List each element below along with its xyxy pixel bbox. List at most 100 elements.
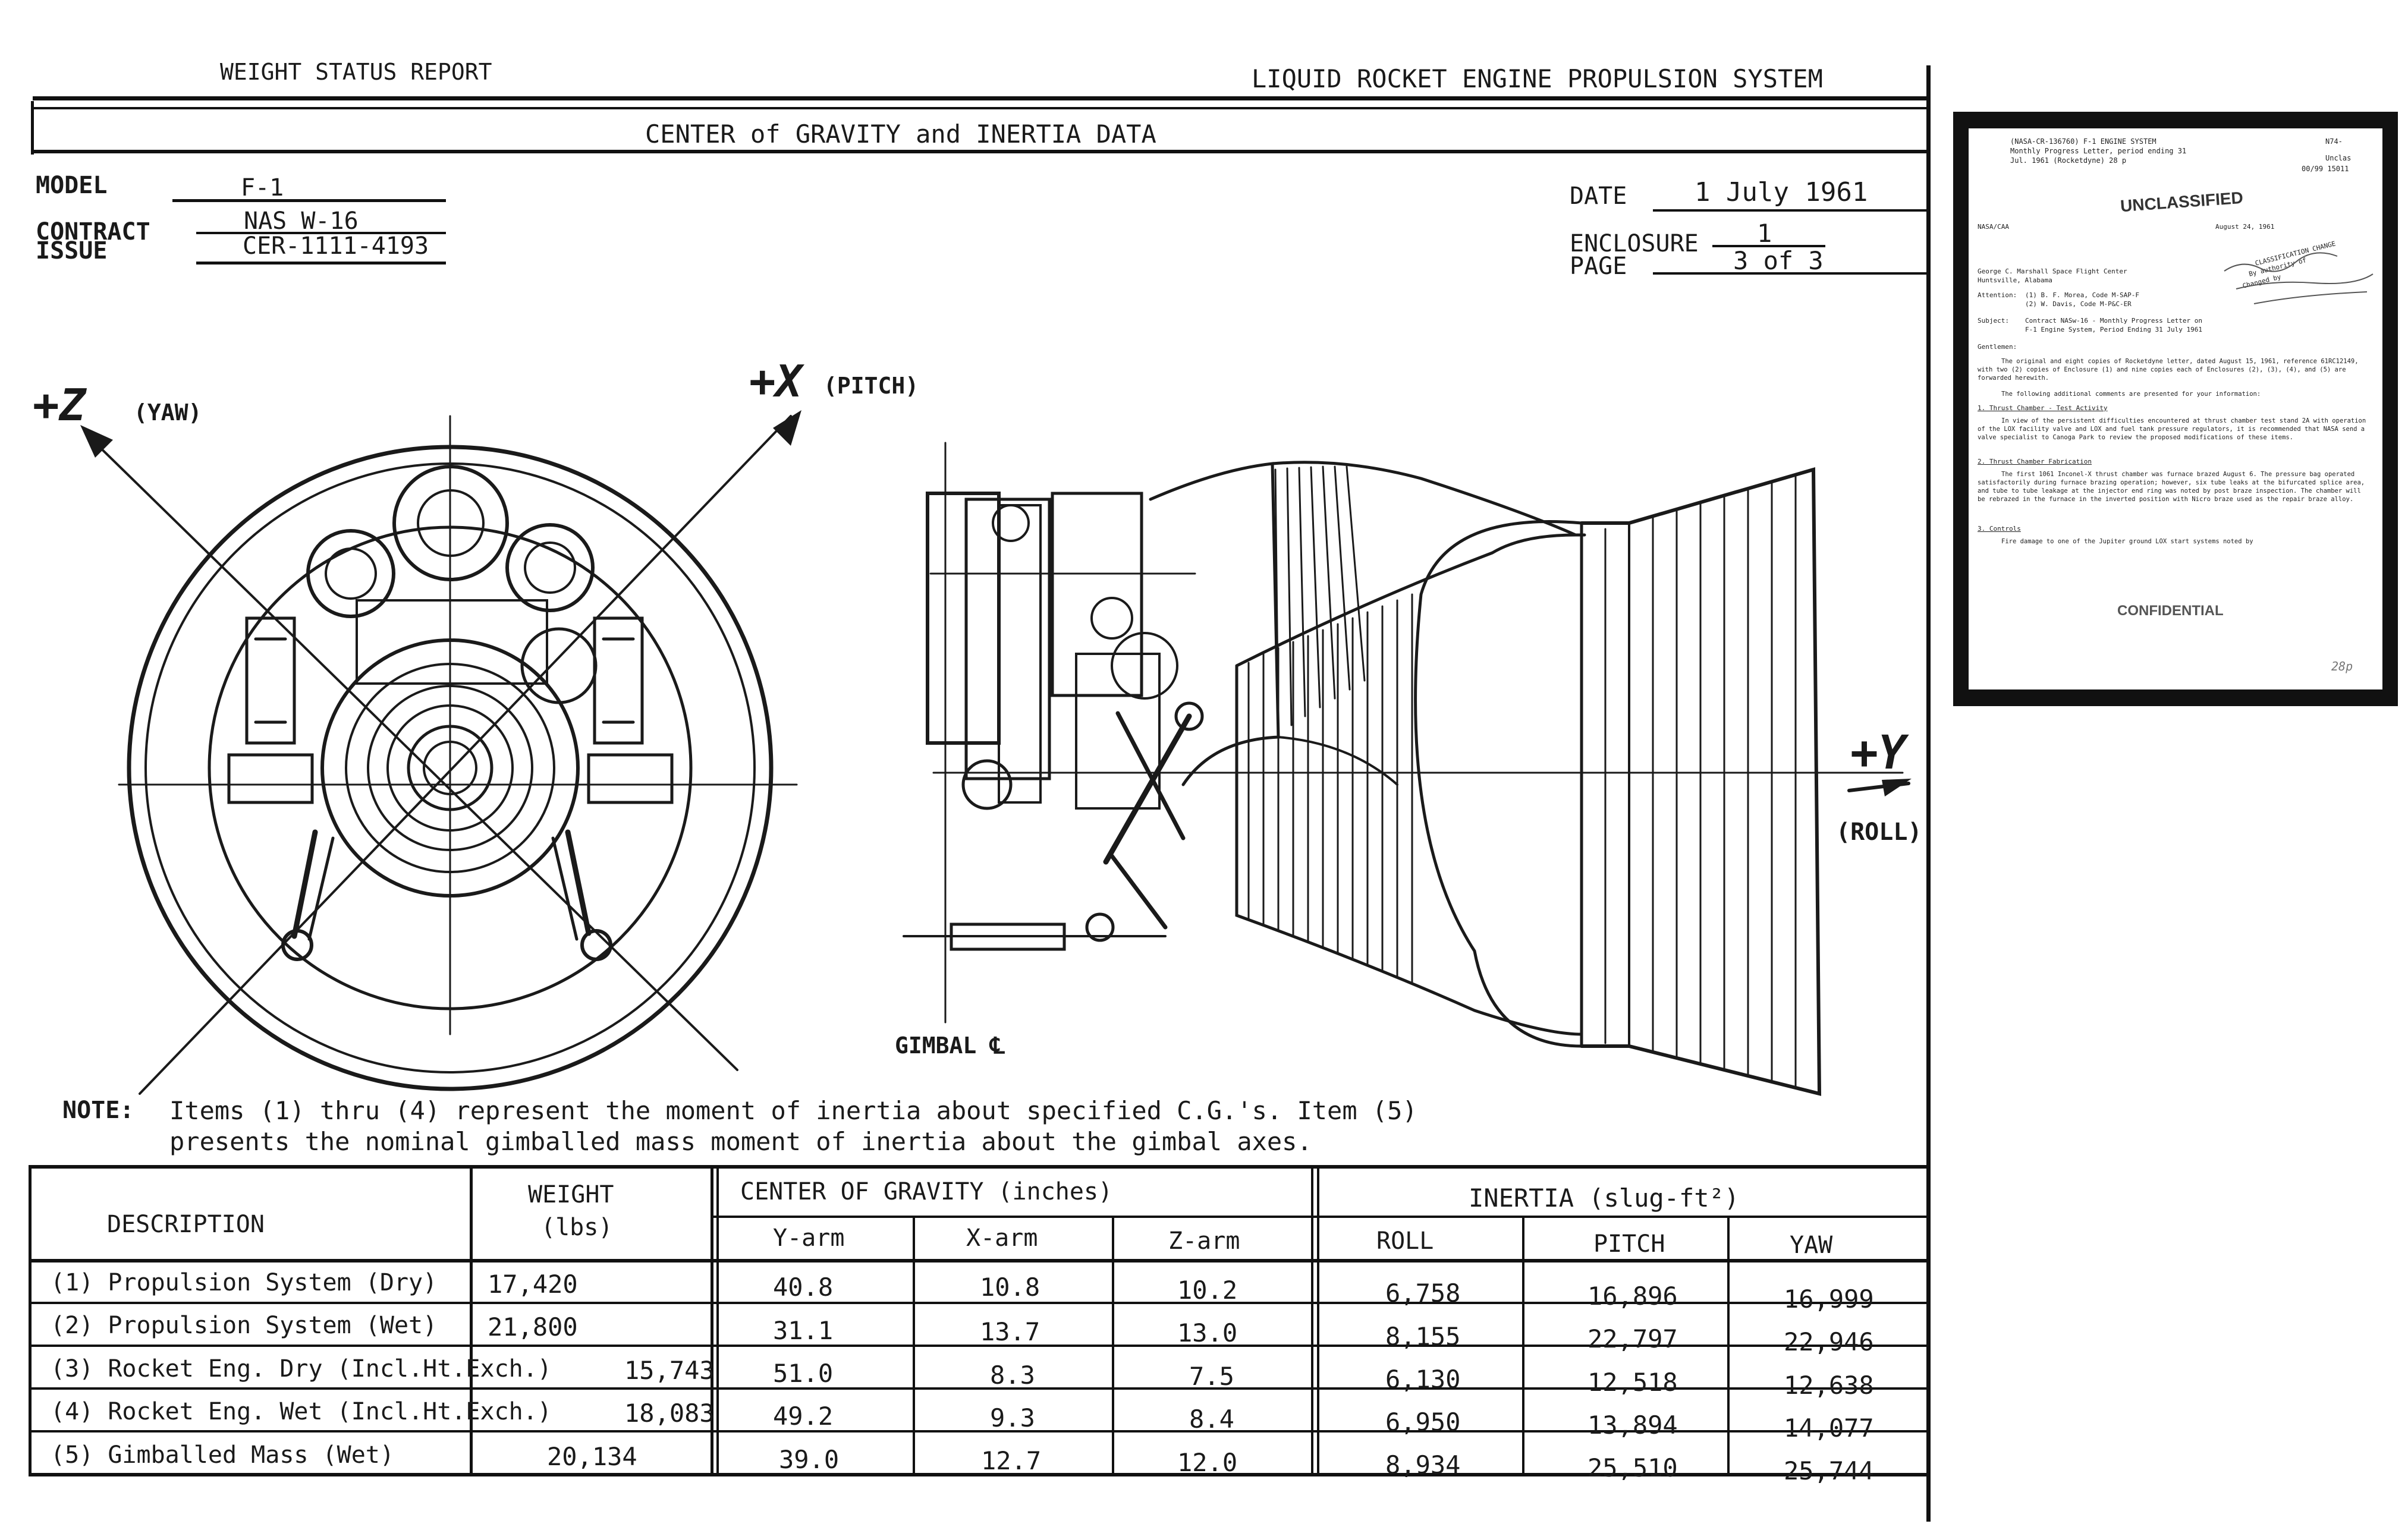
date-value: 1 July 1961: [1695, 177, 1868, 207]
col-header-y-arm: Y-arm: [773, 1224, 845, 1252]
inset-ref: NASA/CAA: [1978, 223, 2009, 231]
row-2-roll: 8,155: [1385, 1322, 1461, 1351]
row-2-weight: 21,800: [488, 1312, 578, 1342]
strut-joint-right: [580, 929, 612, 961]
x-axis-sub: (PITCH): [823, 373, 919, 399]
row-5-x-arm: 12.7: [981, 1446, 1042, 1475]
inset-header-right-3: 00/99 15011: [2302, 165, 2349, 173]
row-1-z-arm: 10.2: [1177, 1276, 1238, 1305]
inset-subject-1: Contract NASw-16 - Monthly Progress Lett…: [2025, 317, 2203, 325]
row-5-desc: (5) Gimballed Mass (Wet): [51, 1441, 394, 1469]
page-label: PAGE: [1570, 253, 1627, 280]
col-header-z-arm: Z-arm: [1168, 1227, 1240, 1255]
col-header-weight: WEIGHT: [528, 1181, 614, 1208]
row-2-y-arm: 31.1: [773, 1316, 834, 1345]
frame-left-border: [31, 101, 34, 155]
inset-header-line-2: Monthly Progress Letter, period ending 3…: [2010, 147, 2187, 155]
page-underline: [1653, 272, 1926, 275]
y-axis-label: +Y: [1850, 726, 1906, 780]
inset-header-line-1: (NASA-CR-136760) F-1 ENGINE SYSTEM: [2010, 137, 2156, 146]
row-2-pitch: 22,797: [1587, 1324, 1678, 1353]
row-3-pitch: 12,518: [1587, 1368, 1678, 1397]
inset-subject-label: Subject:: [1978, 317, 2009, 325]
inset-page-mark: 28p: [2331, 659, 2353, 673]
row-5-yaw: 25,744: [1784, 1456, 1874, 1485]
row-3-y-arm: 51.0: [773, 1359, 834, 1388]
col-header-weight-unit: (lbs): [541, 1214, 613, 1241]
x-axis-label: +X: [749, 356, 803, 407]
contract-value: NAS W-16: [244, 207, 359, 235]
row-1-y-arm: 40.8: [773, 1273, 834, 1302]
inset-letter-page: (NASA-CR-136760) F-1 ENGINE SYSTEM Month…: [1969, 128, 2382, 689]
strut-joint-left: [281, 929, 313, 961]
inset-item-1-text: In view of the persistent difficulties e…: [1978, 417, 2366, 441]
frame-rule-3: [33, 150, 1929, 153]
inset-attention-1: (1) B. F. Morea, Code M-SAP-F: [2025, 291, 2140, 299]
inset-header-right-2: Unclas: [2325, 154, 2352, 162]
inset-address-2: Huntsville, Alabama: [1978, 276, 2052, 284]
date-label: DATE: [1570, 182, 1627, 210]
inset-item-3-title: 3. Controls: [1978, 525, 2021, 533]
date-underline: [1653, 209, 1926, 212]
row-1-yaw: 16,999: [1784, 1284, 1874, 1314]
engine-drawing: [80, 410, 1912, 1096]
row-3-roll: 6,130: [1385, 1365, 1461, 1394]
row-1-x-arm: 10.8: [980, 1273, 1040, 1302]
col-header-roll: ROLL: [1376, 1227, 1434, 1255]
row-4-pitch: 13,894: [1587, 1410, 1678, 1440]
inset-salutation: Gentlemen:: [1978, 343, 2017, 351]
inset-header-right-1: N74-: [2325, 137, 2343, 146]
contract-underline: [196, 232, 446, 234]
issue-label: ISSUE: [36, 237, 108, 265]
col-header-yaw: YAW: [1790, 1232, 1833, 1259]
col-header-description: DESCRIPTION: [107, 1211, 265, 1238]
enclosure-underline: [1712, 245, 1825, 247]
z-axis-sub: (YAW): [134, 399, 202, 426]
row-2-x-arm: 13.7: [980, 1317, 1040, 1346]
inset-stamp-unclassified: UNCLASSIFIED: [2120, 188, 2244, 216]
frame-rule-2: [33, 107, 1929, 109]
col-header-inertia: INERTIA (slug-ft²): [1469, 1183, 1740, 1213]
inset-attention-2: (2) W. Davis, Code M-P&C-ER: [2025, 300, 2132, 308]
inset-item-3-text: Fire damage to one of the Jupiter ground…: [2001, 538, 2253, 545]
row-1-roll: 6,758: [1385, 1279, 1461, 1308]
row-3-desc: (3) Rocket Eng. Dry (Incl.Ht.Exch.): [51, 1355, 552, 1383]
issue-value: CER-1111-4193: [243, 232, 429, 260]
row-3-x-arm: 8.3: [990, 1361, 1035, 1390]
inset-item-2-text: The first 1061 Inconel-X thrust chamber …: [1978, 471, 2365, 503]
inset-letter-thumbnail: (NASA-CR-136760) F-1 ENGINE SYSTEM Month…: [1953, 112, 2398, 706]
page-value: 3 of 3: [1733, 246, 1824, 275]
note-line-1: Items (1) thru (4) represent the moment …: [169, 1096, 1417, 1125]
issue-underline: [196, 262, 446, 265]
row-4-roll: 6,950: [1385, 1408, 1461, 1437]
row-5-weight: 20,134: [547, 1442, 637, 1471]
note-label: NOTE:: [62, 1097, 134, 1124]
inset-stamp-confidential: CONFIDENTIAL: [2117, 603, 2224, 619]
inset-date: August 24, 1961: [2215, 223, 2275, 231]
row-4-y-arm: 49.2: [773, 1402, 834, 1431]
contract-label: CONTRACT: [36, 218, 150, 245]
row-3-yaw: 12,638: [1784, 1371, 1874, 1400]
inset-item-1-title: 1. Thrust Chamber - Test Activity: [1978, 404, 2108, 412]
z-axis-label: +Z: [33, 380, 86, 431]
row-5-z-arm: 12.0: [1177, 1448, 1238, 1477]
row-1-desc: (1) Propulsion System (Dry): [51, 1269, 438, 1296]
row-5-y-arm: 39.0: [779, 1445, 840, 1474]
header-right-title: LIQUID ROCKET ENGINE PROPULSION SYSTEM: [1252, 64, 1823, 93]
note-line-2: presents the nominal gimballed mass mome…: [169, 1127, 1312, 1156]
model-label: MODEL: [36, 172, 108, 199]
engine-side-view: [903, 442, 1912, 1096]
row-2-desc: (2) Propulsion System (Wet): [51, 1312, 438, 1339]
model-underline: [172, 199, 446, 202]
row-1-pitch: 16,896: [1587, 1282, 1678, 1311]
inset-item-2-title: 2. Thrust Chamber Fabrication: [1978, 458, 2092, 465]
y-axis-sub: (ROLL): [1836, 818, 1922, 846]
enclosure-label: ENCLOSURE: [1570, 230, 1699, 257]
frame-top-rule: [33, 96, 1929, 100]
inset-paragraph-2: The following additional comments are pr…: [2001, 391, 2261, 398]
enclosure-value: 1: [1757, 219, 1772, 248]
inset-address-1: George C. Marshall Space Flight Center: [1978, 267, 2127, 275]
model-value: F-1: [241, 174, 284, 201]
section-title: CENTER of GRAVITY and INERTIA DATA: [645, 119, 1156, 149]
row-5-roll: 8,934: [1385, 1450, 1461, 1479]
